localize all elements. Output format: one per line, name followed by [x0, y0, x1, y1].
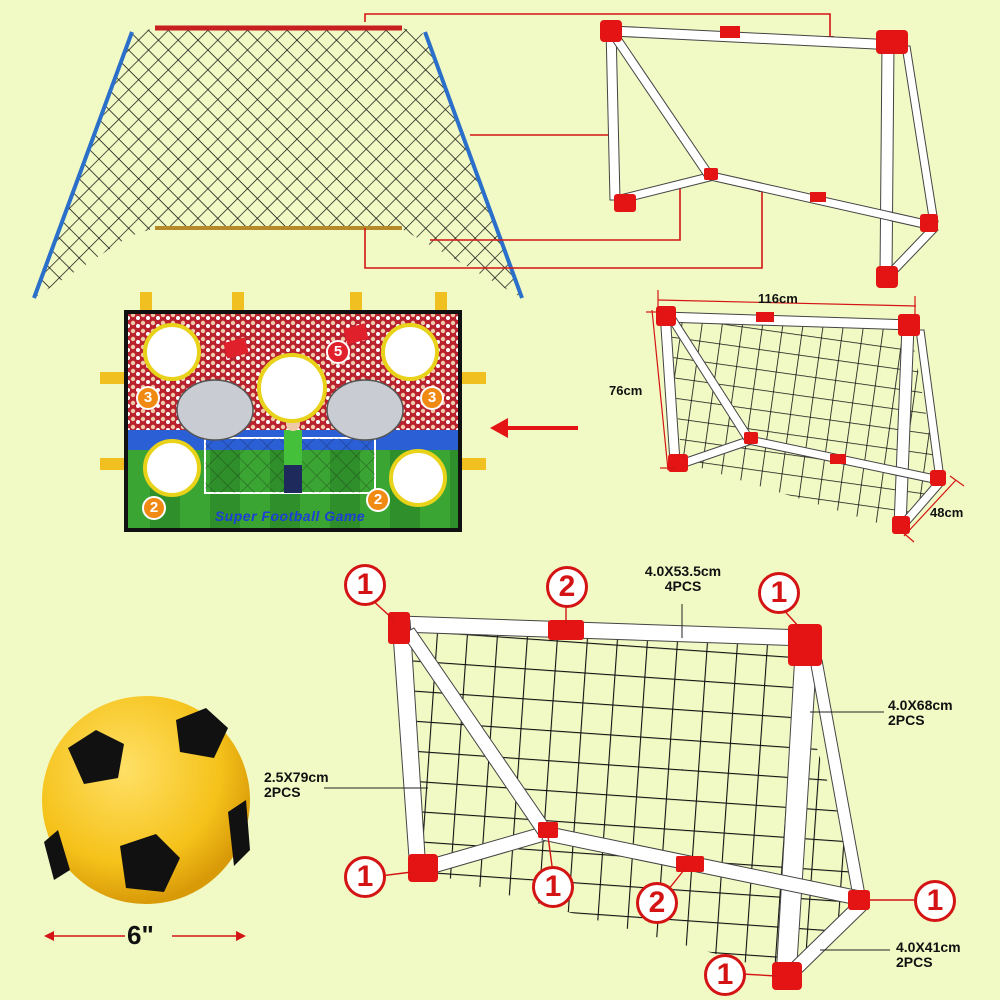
- goal-net-icon: [32, 25, 524, 299]
- hole-score-5: 5: [326, 340, 350, 364]
- hole-score-2-right: 2: [366, 488, 390, 512]
- assembled-goal-icon: [656, 306, 946, 534]
- goal-frame-icon: [600, 20, 939, 288]
- soccer-ball-icon: [42, 696, 250, 904]
- part-spec-qty: 2PCS: [264, 783, 301, 800]
- hole-score-3-left: 3: [136, 386, 160, 410]
- connector-badge-2: 2: [636, 882, 678, 924]
- height-dimension-label: 76cm: [609, 383, 643, 398]
- ball-size-arrow: [44, 931, 246, 941]
- part-spec-qty: 4PCS: [664, 577, 702, 594]
- part-spec-qty: 2PCS: [888, 711, 925, 728]
- part-spec-size: 4.0X68cm: [888, 697, 953, 713]
- depth-dimension-label: 48cm: [930, 505, 964, 520]
- part-spec-size: 2.5X79cm: [264, 769, 329, 785]
- connector-badge-2: 2: [546, 566, 588, 608]
- arrow-left-icon: [490, 418, 578, 438]
- connector-badge-1: 1: [532, 866, 574, 908]
- width-dimension-label: 116cm: [758, 291, 798, 306]
- banner-title: Super Football Game: [214, 508, 366, 524]
- part-spec-size: 4.0X41cm: [896, 939, 961, 955]
- connector-badge-1: 1: [914, 880, 956, 922]
- large-goal-icon: [388, 612, 870, 990]
- connector-badge-1: 1: [704, 954, 746, 996]
- connector-badge-1: 1: [758, 572, 800, 614]
- part-spec-upright: 4.0X68cm 2PCS: [888, 698, 953, 727]
- part-spec-diagonal: 2.5X79cm 2PCS: [264, 770, 329, 799]
- hole-score-2-left: 2: [142, 496, 166, 520]
- part-spec-base-side: 4.0X41cm 2PCS: [896, 940, 961, 969]
- part-spec-size: 4.0X53.5cm: [644, 563, 722, 579]
- part-spec-qty: 2PCS: [896, 953, 933, 970]
- target-banner-icon: [100, 292, 486, 532]
- part-spec-top-bar: 4.0X53.5cm 4PCS: [620, 564, 746, 593]
- connector-badge-1: 1: [344, 564, 386, 606]
- hole-score-3-right: 3: [420, 386, 444, 410]
- dimension-lines: [646, 290, 965, 543]
- connector-badge-1: 1: [344, 856, 386, 898]
- ball-size-label: 6": [127, 920, 154, 950]
